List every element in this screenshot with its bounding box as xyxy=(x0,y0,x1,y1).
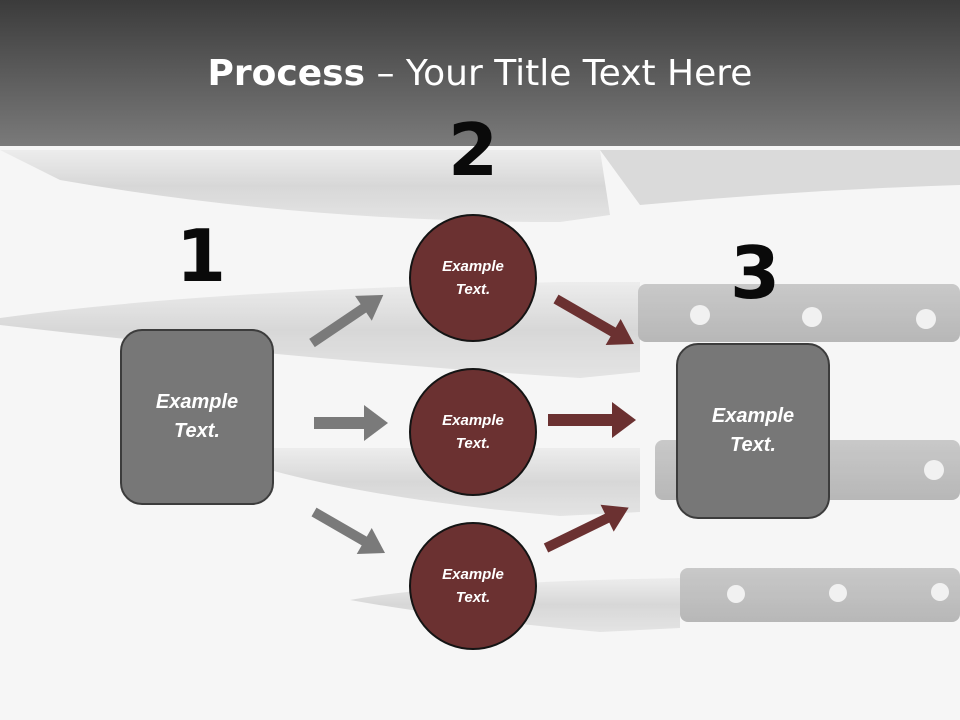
arrow-down-right-icon xyxy=(553,294,634,345)
step-number-2: 2 xyxy=(448,108,499,192)
title-bold: Process xyxy=(207,53,366,94)
circle-middle: Example Text. xyxy=(409,368,537,496)
circle-top-label: Example Text. xyxy=(442,258,504,298)
title-bar: Process – Your Title Text Here xyxy=(0,0,960,146)
arrow-right-icon xyxy=(548,402,636,438)
circle-middle-label: Example Text. xyxy=(442,412,504,452)
left-box-label: Example Text. xyxy=(155,391,239,442)
title-rest: – Your Title Text Here xyxy=(365,53,753,94)
circle-bottom-label: Example Text. xyxy=(442,566,504,606)
left-box: Example Text. xyxy=(120,329,274,505)
step-number-1: 1 xyxy=(176,214,227,298)
step-number-3: 3 xyxy=(730,231,781,315)
arrow-right-icon xyxy=(314,405,388,441)
right-box-label: Example Text. xyxy=(711,405,795,456)
circle-top: Example Text. xyxy=(409,214,537,342)
right-box: Example Text. xyxy=(676,343,830,519)
arrow-up-right-icon xyxy=(543,504,629,553)
circle-bottom: Example Text. xyxy=(409,522,537,650)
arrow-up-right-icon xyxy=(309,294,384,348)
arrow-down-right-icon xyxy=(311,507,386,554)
slide-title: Process – Your Title Text Here xyxy=(0,53,960,94)
